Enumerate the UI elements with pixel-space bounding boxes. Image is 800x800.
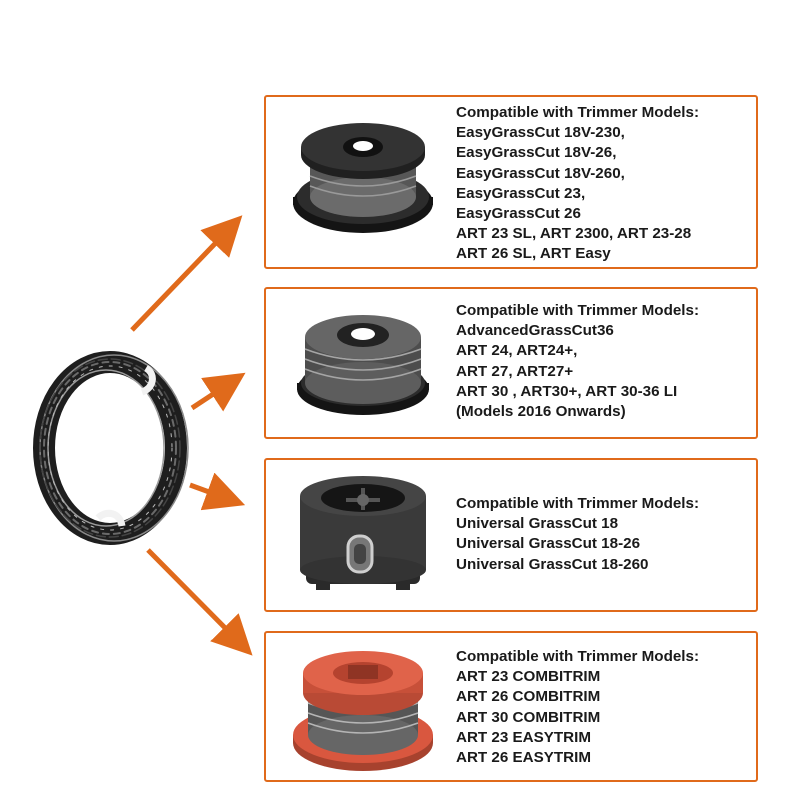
card-1-line: EasyGrassCut 18V-260, bbox=[456, 164, 625, 182]
trimmer-line-coil-image bbox=[33, 351, 189, 545]
card-1-line: EasyGrassCut 18V-230, bbox=[456, 124, 625, 142]
card-4-heading: Compatible with Trimmer Models: bbox=[456, 648, 700, 665]
card-1-line: EasyGrassCut 26 bbox=[456, 205, 581, 223]
spool-image-red bbox=[293, 651, 433, 771]
card-4-line: ART 30 COMBITRIM bbox=[456, 708, 601, 726]
card-4-line: ART 23 COMBITRIM bbox=[456, 668, 601, 686]
card-4-line: ART 23 EASYTRIM bbox=[456, 728, 592, 746]
card-1-line: ART 26 SL, ART Easy bbox=[456, 245, 611, 263]
card-2-line: ART 24, ART24+, bbox=[456, 342, 578, 360]
card-3-line: Universal GrassCut 18-26 bbox=[456, 535, 641, 553]
compatibility-card-4: Compatible with Trimmer Models: ART 23 C… bbox=[264, 631, 758, 782]
card-2-line: ART 27, ART27+ bbox=[456, 362, 574, 380]
card-3-line: Universal GrassCut 18-260 bbox=[456, 555, 649, 573]
spool-image-black-2 bbox=[297, 315, 429, 415]
card-4-line: ART 26 COMBITRIM bbox=[456, 688, 601, 706]
card-2-line: AdvancedGrassCut36 bbox=[456, 322, 614, 340]
arrow-to-card-4 bbox=[146, 548, 253, 656]
spool-image-black-1 bbox=[293, 123, 433, 233]
arrow-to-card-1 bbox=[130, 215, 243, 332]
card-2-heading: Compatible with Trimmer Models: bbox=[456, 302, 700, 319]
card-3-heading: Compatible with Trimmer Models: bbox=[456, 495, 700, 512]
arrow-to-card-2 bbox=[190, 372, 246, 412]
spool-image-universal bbox=[300, 476, 426, 590]
card-1-line: ART 23 SL, ART 2300, ART 23-28 bbox=[456, 225, 692, 243]
compatibility-card-3: Compatible with Trimmer Models: Universa… bbox=[264, 458, 758, 612]
card-2-line: ART 30 , ART30+, ART 30-36 LI bbox=[456, 382, 678, 400]
card-4-line: ART 26 EASYTRIM bbox=[456, 749, 592, 767]
card-3-line: Universal GrassCut 18 bbox=[456, 515, 619, 533]
compatibility-card-1: Compatible with Trimmer Models: EasyGras… bbox=[264, 95, 758, 269]
card-1-heading: Compatible with Trimmer Models: bbox=[456, 104, 700, 121]
card-1-line: EasyGrassCut 23, bbox=[456, 184, 586, 202]
card-1-line: EasyGrassCut 18V-26, bbox=[456, 144, 617, 162]
card-2-line: (Models 2016 Onwards) bbox=[456, 403, 626, 421]
compatibility-card-2: Compatible with Trimmer Models: Advanced… bbox=[264, 287, 758, 439]
